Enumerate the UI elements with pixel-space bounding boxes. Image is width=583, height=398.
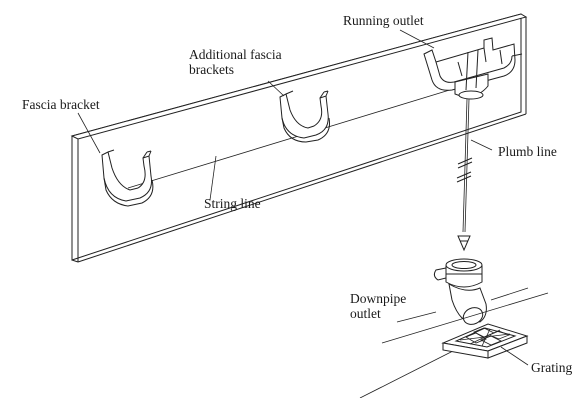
label-downpipe-line1: Downpipe	[350, 291, 407, 306]
label-grating: Grating	[531, 360, 573, 375]
label-additional-brackets-line1: Additional fascia	[189, 47, 282, 62]
plumb-bob	[457, 235, 471, 252]
fascia-bracket-middle	[279, 90, 330, 143]
label-additional-brackets-line2: brackets	[189, 62, 234, 77]
running-outlet	[423, 37, 523, 100]
ground-lines	[359, 287, 549, 398]
label-downpipe-line2: outlet	[350, 306, 381, 321]
label-plumb-line: Plumb line	[498, 144, 557, 159]
fascia-board	[70, 13, 528, 263]
fascia-bracket-left	[101, 149, 154, 207]
label-fascia-bracket: Fascia bracket	[22, 97, 100, 112]
grating	[441, 323, 529, 359]
label-running-outlet: Running outlet	[343, 13, 424, 28]
leader-lines	[77, 29, 529, 366]
label-string-line: String line	[204, 196, 261, 211]
plumb-line	[456, 98, 473, 252]
downpipe-outlet	[433, 258, 487, 325]
